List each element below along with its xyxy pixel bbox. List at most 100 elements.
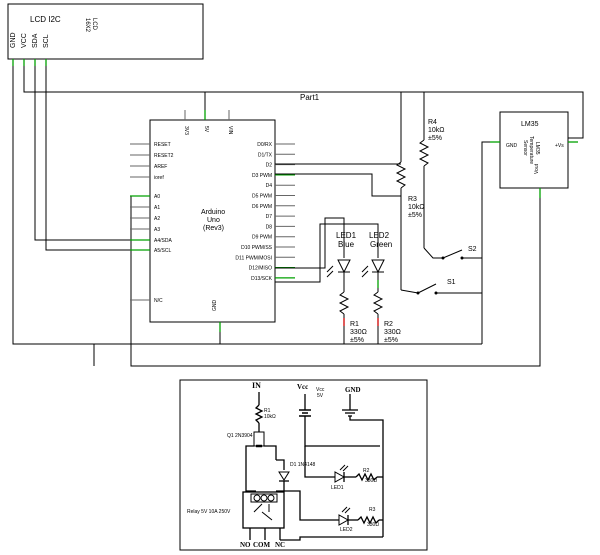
arduino-right-pin-label: D6 PWM	[252, 204, 272, 210]
top-wires	[12, 66, 584, 367]
arduino-left-pin-label: N/C	[154, 298, 163, 304]
lm35-inner3: Sensor	[522, 140, 528, 156]
arduino-right-pin-label: D7	[266, 214, 273, 220]
arduino-left-pin-label: A0	[154, 194, 160, 200]
lcd-module: LCD I2C LCD 16X2 GND VCC SDA SCL	[7, 3, 204, 66]
d1-label: D1 1N4148	[290, 462, 316, 468]
arduino-pin-5v: 5V	[203, 126, 209, 133]
arduino-uno: Arduino Uno (Rev3) 3V3 5V VIN GND RESETR…	[130, 110, 295, 332]
r3-name: R3	[408, 196, 417, 203]
arduino-right-pin-label: D4	[266, 183, 273, 189]
arduino-right-pin-label: D9 PWM	[252, 235, 272, 241]
relay-com: COM	[253, 541, 271, 549]
r3-value: 10kΩ	[408, 204, 425, 211]
lm35-sensor: LM35 LM35 Temperature Sensor GND +Vs Vou…	[481, 111, 578, 344]
arduino-left-pin-label: A3	[154, 227, 160, 233]
br2-value: 330Ω	[365, 478, 377, 484]
switch-s1: S1	[400, 279, 482, 295]
r2-tol: ±5%	[384, 337, 398, 344]
arduino-left-pin-label: A5/SCL	[154, 248, 171, 254]
r1-value: 330Ω	[350, 329, 367, 336]
relay-frame	[179, 379, 428, 551]
r4-name: R4	[428, 119, 437, 126]
r2-name: R2	[384, 321, 393, 328]
arduino-pin-gnd: GND	[212, 300, 218, 312]
arduino-right-pin-label: D3 PWM	[252, 173, 272, 179]
r2-value: 330Ω	[384, 329, 401, 336]
arduino-pin-3v3: 3V3	[183, 126, 189, 135]
vcc-sub2: 5V	[317, 393, 324, 399]
r1-tol: ±5%	[350, 337, 364, 344]
arduino-right-pin-label: D2	[266, 163, 273, 169]
arduino-right-pin-label: D12/MISO	[249, 266, 272, 272]
lcd-title: LCD I2C	[30, 15, 61, 24]
br1-value: 10kΩ	[264, 414, 276, 420]
led1-color: Blue	[338, 240, 355, 249]
resistor-r4: R4 10kΩ ±5%	[418, 92, 445, 248]
vcc-sub1: Vcc	[316, 387, 325, 393]
r1-name: R1	[350, 321, 359, 328]
arduino-left-pin-label: ioref	[154, 175, 164, 181]
resistor-r3: R3 10kΩ ±5%	[275, 92, 425, 290]
lm35-title: LM35	[521, 121, 539, 128]
relay-label: Relay 5V 10A 250V	[187, 509, 231, 515]
lm35-body	[499, 111, 569, 189]
s2-label: S2	[468, 246, 477, 253]
lcd-pin-vcc: VCC	[21, 33, 28, 48]
lm35-inner2: Temperature	[528, 136, 534, 164]
arduino-rev: (Rev3)	[203, 225, 224, 232]
arduino-right-pin-label: D11 PWM/MOSI	[235, 255, 272, 261]
led2-color: Green	[370, 240, 392, 249]
s1-label: S1	[447, 279, 456, 286]
bled2-label: LED2	[340, 527, 353, 533]
r4-tol: ±5%	[428, 135, 442, 142]
arduino-right-pin-label: D1/TX	[258, 152, 273, 158]
led2-branch: LED2 Green R2 330Ω ±5%	[275, 223, 401, 344]
part-label: Part1	[300, 93, 320, 102]
relay-no: NO	[240, 541, 251, 549]
arduino-left-pin-label: AREF	[154, 164, 167, 170]
q1-label: Q1 2N3904	[227, 433, 253, 439]
led1-branch: LED1 Blue R1 330Ω ±5%	[275, 217, 367, 344]
lm35-inner: LM35	[534, 142, 540, 155]
switch-s2: S2	[423, 246, 483, 344]
arduino-body	[149, 119, 276, 323]
lcd-sub1: LCD	[91, 18, 97, 31]
br3-name: R3	[369, 507, 376, 513]
lcd-body	[7, 3, 204, 60]
vcc-label: Vcc	[297, 383, 308, 391]
relay-schematic: IN Vcc Vcc 5V GND R1 10kΩ Q1 2N3904	[179, 379, 428, 551]
gnd-label: GND	[345, 386, 361, 394]
r3-tol: ±5%	[408, 212, 422, 219]
relay-nc: NC	[275, 541, 285, 549]
br1-name: R1	[264, 408, 271, 414]
bled1-label: LED1	[331, 485, 344, 491]
arduino-left-pin-label: A1	[154, 205, 160, 211]
arduino-name: Arduino	[201, 209, 225, 216]
arduino-right-pin-label: D8	[266, 224, 273, 230]
lcd-pin-sda: SDA	[32, 33, 39, 48]
lm35-pin-vout: Vout	[534, 163, 540, 174]
led2-name: LED2	[369, 231, 390, 240]
lm35-pin-vs: +Vs	[555, 143, 564, 149]
arduino-left-pin-label: A4/SDA	[154, 238, 172, 244]
arduino-model: Uno	[207, 217, 220, 224]
lcd-pin-gnd: GND	[10, 32, 17, 48]
lcd-pin-scl: SCL	[43, 34, 50, 48]
arduino-left-pin-label: RESET2	[154, 153, 174, 159]
arduino-left-pin-label: RESET	[154, 142, 171, 148]
lm35-pin-gnd: GND	[506, 143, 518, 149]
arduino-pin-vin: VIN	[227, 126, 233, 135]
arduino-right-pin-label: D5 PWM	[252, 194, 272, 200]
lcd-sub2: 16X2	[84, 18, 90, 33]
r4-value: 10kΩ	[428, 127, 445, 134]
arduino-right-pin-label: D10 PWM/SS	[241, 245, 273, 251]
arduino-left-pin-label: A2	[154, 216, 160, 222]
led1-name: LED1	[336, 231, 357, 240]
arduino-right-pin-label: D13/SCK	[251, 276, 273, 282]
in-label: IN	[252, 381, 261, 390]
arduino-right-pin-label: D0/RX	[257, 142, 272, 148]
